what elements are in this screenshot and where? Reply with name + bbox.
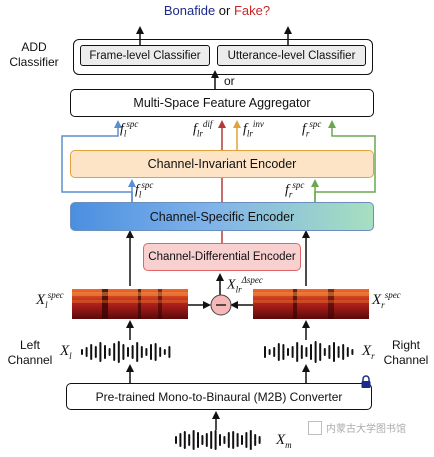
multi-space-feature-aggregator: Multi-Space Feature Aggregator <box>70 89 374 117</box>
classifier-container <box>73 39 373 75</box>
channel-differential-encoder: Channel-Differential Encoder <box>143 243 301 271</box>
classifier-title-line2: Classifier <box>9 55 59 69</box>
channel-specific-encoder: Channel-Specific Encoder <box>70 202 374 231</box>
f-r-spc-label-top: frspc <box>302 119 322 139</box>
output-label: Bonafide or Fake? <box>0 3 434 18</box>
f-lr-inv-label: flrinv <box>243 119 264 139</box>
x-r-label: Xr <box>362 343 375 361</box>
m2b-converter: Pre-trained Mono-to-Binaural (M2B) Conve… <box>66 383 372 410</box>
x-lr-delta-spec-label: XlrΔspec <box>227 275 263 295</box>
utterance-level-classifier: Utterance-level Classifier <box>217 45 366 66</box>
input-waveform <box>175 430 261 450</box>
lock-icon <box>360 375 372 389</box>
x-l-label: Xl <box>60 343 72 361</box>
classifier-title-line1: ADD <box>21 40 47 54</box>
watermark-logo-icon <box>308 420 322 435</box>
f-l-spc-label-mid: flspc <box>135 180 154 200</box>
frame-level-classifier: Frame-level Classifier <box>80 45 210 66</box>
right-spectrogram <box>253 289 369 319</box>
right-waveform <box>264 341 354 363</box>
left-channel-label: Left Channel <box>7 338 53 367</box>
classifier-title: ADD Classifier <box>4 40 64 70</box>
channel-invariant-encoder: Channel-Invariant Encoder <box>70 150 374 178</box>
f-l-spc-label-top: flspc <box>120 119 139 139</box>
x-m-label: Xm <box>276 432 292 450</box>
fake-label: Fake? <box>233 3 271 18</box>
bonafide-label: Bonafide <box>163 3 216 18</box>
library-watermark: 内蒙古大学图书馆 <box>308 420 406 435</box>
classifier-or-label: or <box>224 74 235 88</box>
x-r-spec-label: Xrspec <box>372 290 401 310</box>
or-text: or <box>215 3 234 18</box>
f-r-spc-label-mid: frspc <box>285 180 305 200</box>
f-lr-dif-label: flrdif <box>193 119 213 139</box>
right-channel-label: Right Channel <box>383 338 429 367</box>
x-l-spec-label: Xlspec <box>36 290 64 310</box>
left-waveform <box>81 341 171 363</box>
left-spectrogram <box>72 289 188 319</box>
